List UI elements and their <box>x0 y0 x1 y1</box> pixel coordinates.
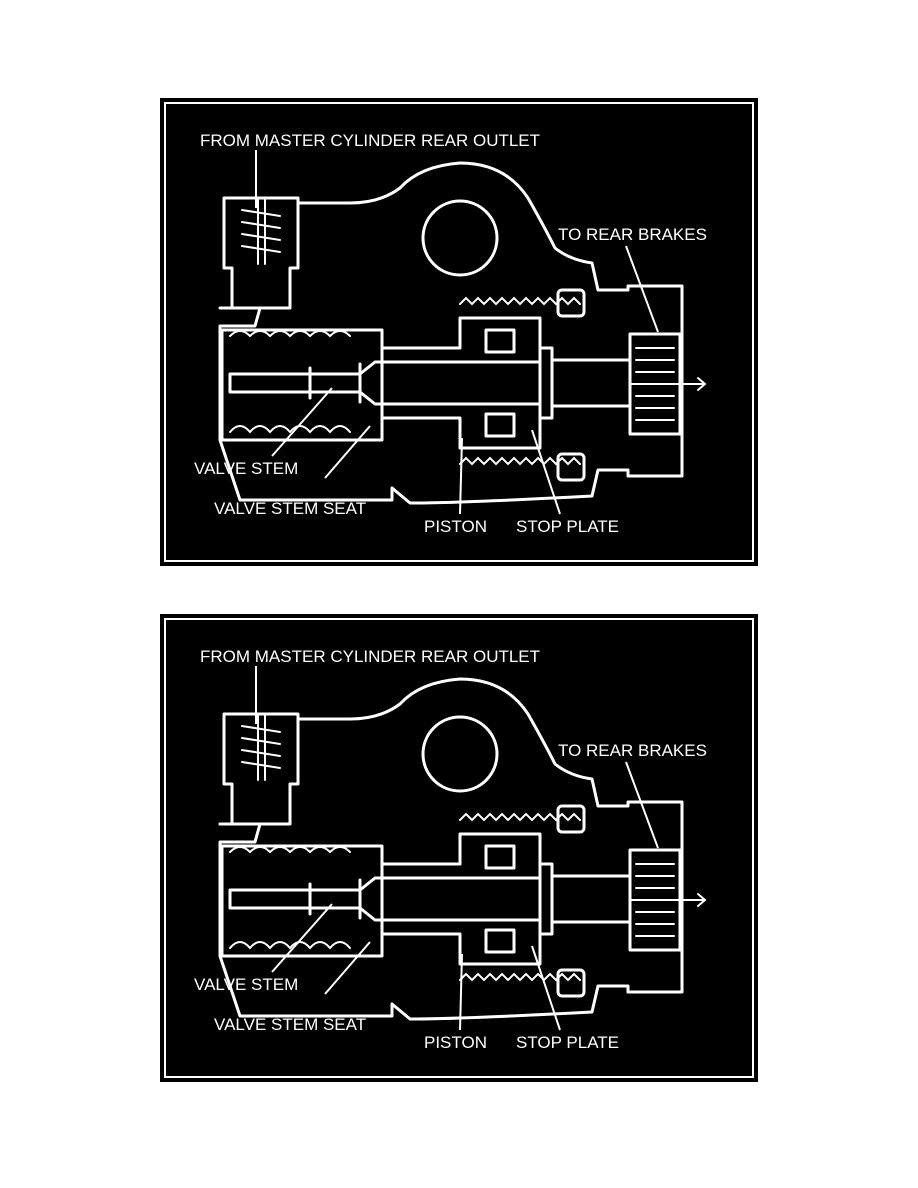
valve-diagram-bottom: FROM MASTER CYLINDER REAR OUTLET TO REAR… <box>160 614 758 1082</box>
seal-upper <box>556 804 586 834</box>
outlet-fitting <box>628 848 682 952</box>
mounting-hole <box>421 715 499 793</box>
label-inlet: FROM MASTER CYLINDER REAR OUTLET <box>200 647 540 666</box>
leader-lines <box>255 150 659 515</box>
thread-lower <box>459 456 581 466</box>
thread-lower <box>459 972 581 982</box>
label-stop-plate: STOP PLATE <box>516 517 619 536</box>
valve-body <box>218 161 707 505</box>
valve-body <box>218 677 707 1021</box>
spring-lower <box>229 425 351 434</box>
label-valve-stem: VALVE STEM <box>194 975 298 994</box>
label-inlet: FROM MASTER CYLINDER REAR OUTLET <box>200 131 540 150</box>
seal-lower <box>556 968 586 998</box>
piston-shape <box>380 316 542 450</box>
mounting-hole <box>421 199 499 277</box>
outlet-fitting <box>628 332 682 436</box>
seal-upper <box>556 288 586 318</box>
spring-upper <box>229 330 351 338</box>
spring-upper <box>229 846 351 854</box>
leader-lines <box>255 666 659 1031</box>
spring-lower <box>229 941 351 950</box>
flow-arrow <box>629 377 707 391</box>
label-piston: PISTON <box>424 1033 487 1052</box>
piston-shape <box>380 832 542 966</box>
flow-arrow <box>629 893 707 907</box>
diagram-frame <box>164 102 754 562</box>
diagram-frame <box>164 618 754 1078</box>
label-stop-plate: STOP PLATE <box>516 1033 619 1052</box>
thread-upper <box>459 296 581 306</box>
label-piston: PISTON <box>424 517 487 536</box>
stop-plate-shape <box>538 346 554 420</box>
label-outlet: TO REAR BRAKES <box>558 225 707 244</box>
seal-lower <box>556 452 586 482</box>
label-valve-stem-seat: VALVE STEM SEAT <box>214 499 366 518</box>
valve-diagram-svg: FROM MASTER CYLINDER REAR OUTLET TO REAR… <box>160 98 758 566</box>
label-valve-stem-seat: VALVE STEM SEAT <box>214 1015 366 1034</box>
valve-diagram-top: FROM MASTER CYLINDER REAR OUTLET TO REAR… <box>160 98 758 566</box>
stop-plate-shape <box>538 862 554 936</box>
valve-diagram-svg: FROM MASTER CYLINDER REAR OUTLET TO REAR… <box>160 614 758 1082</box>
label-valve-stem: VALVE STEM <box>194 459 298 478</box>
label-outlet: TO REAR BRAKES <box>558 741 707 760</box>
inlet-fitting <box>222 196 300 310</box>
inlet-fitting <box>222 712 300 826</box>
thread-upper <box>459 812 581 822</box>
